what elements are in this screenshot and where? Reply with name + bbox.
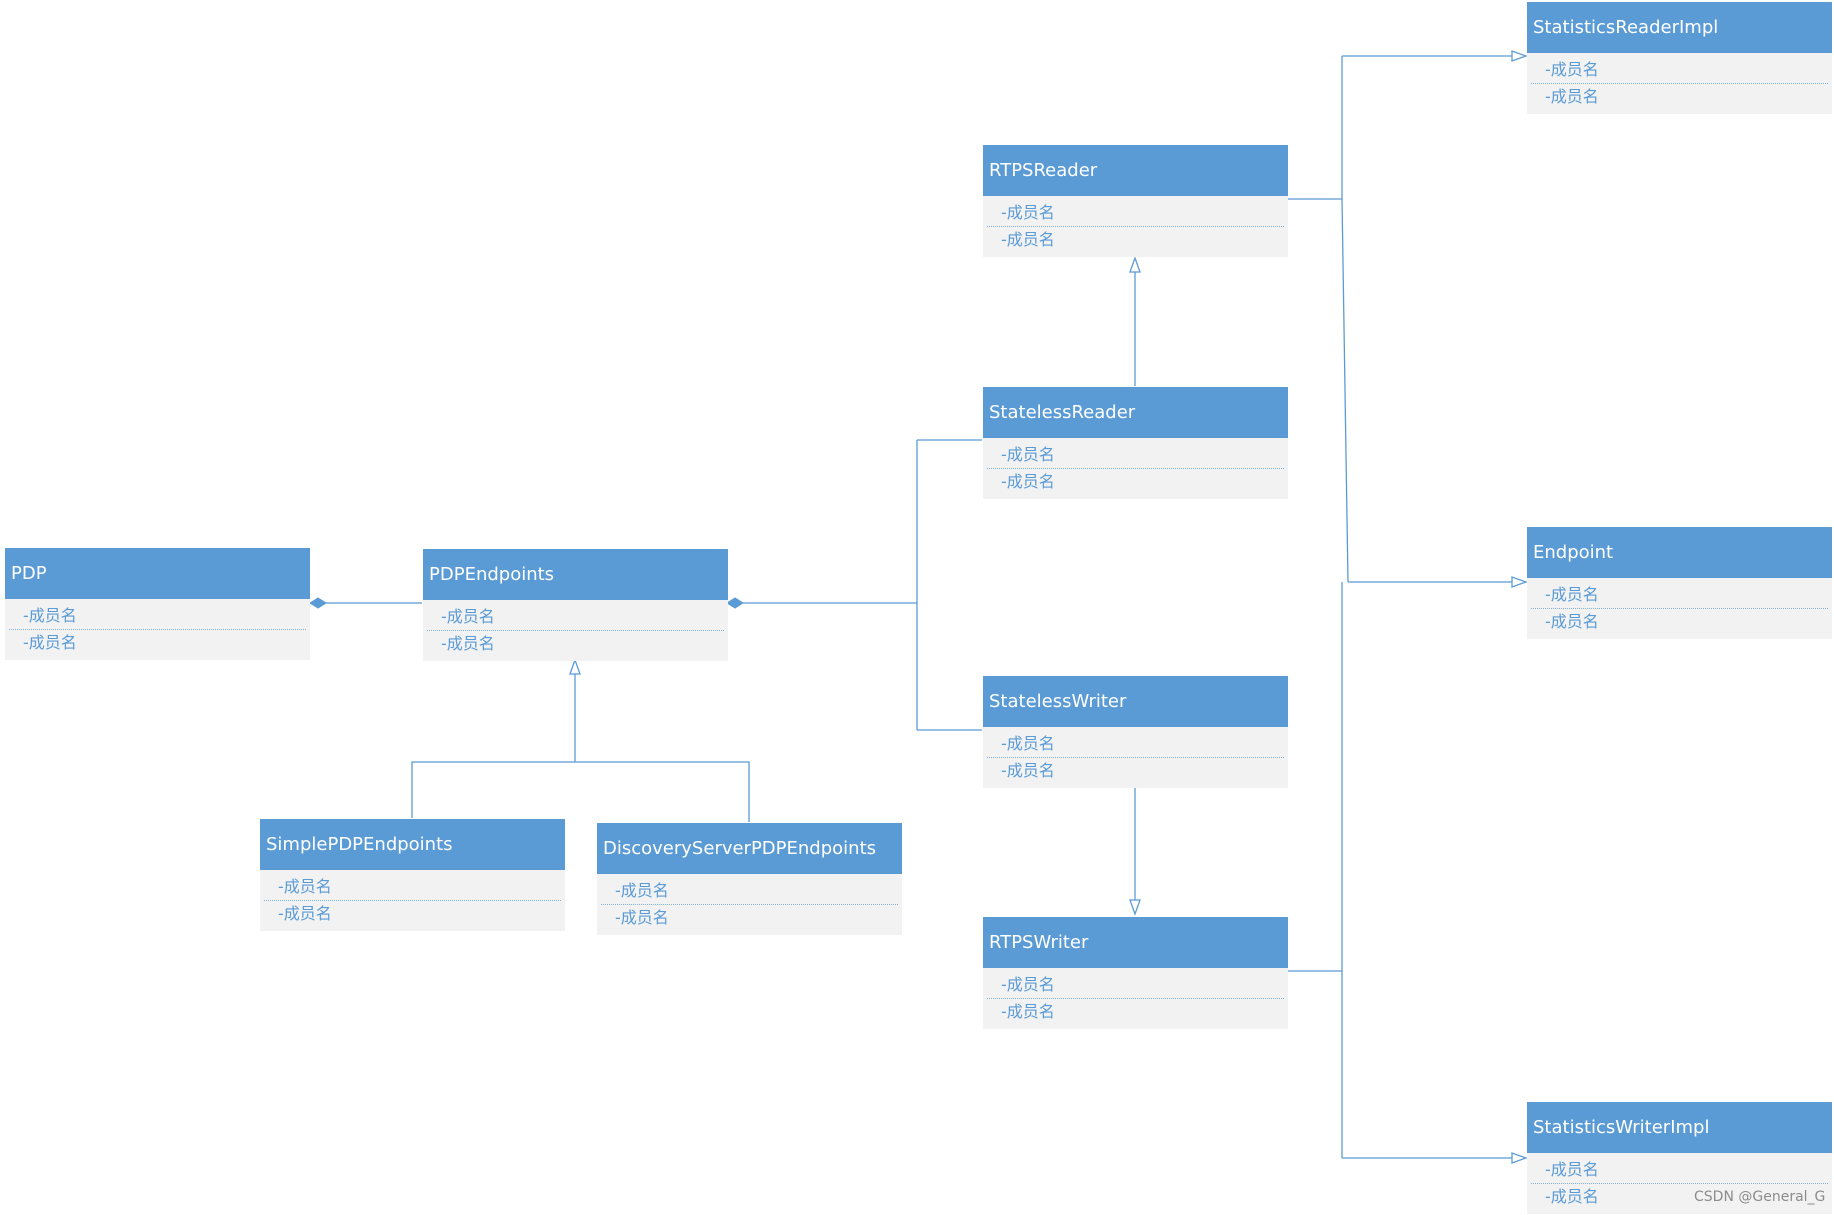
class-name: StatelessWriter — [983, 676, 1288, 727]
class-pdp-endpoints[interactable]: PDPEndpoints -成员名 -成员名 — [423, 549, 728, 661]
relation-discovery-inherit — [575, 761, 750, 822]
class-name: PDP — [5, 548, 310, 599]
class-member: -成员名 — [441, 634, 495, 653]
class-rtps-writer[interactable]: RTPSWriter -成员名 -成员名 — [983, 917, 1288, 1029]
inherit-arrow-rtpsreader — [1129, 256, 1141, 273]
class-member: -成员名 — [987, 972, 1284, 999]
class-member: -成员名 — [1001, 230, 1055, 249]
class-name: StatisticsReaderImpl — [1527, 2, 1832, 53]
class-member: -成员名 — [615, 908, 669, 927]
class-member: -成员名 — [1001, 1002, 1055, 1021]
class-discovery-server-pdp-endpoints[interactable]: DiscoveryServerPDPEndpoints -成员名 -成员名 — [597, 823, 902, 935]
class-name: Endpoint — [1527, 527, 1832, 578]
class-member: -成员名 — [1545, 87, 1599, 106]
class-member: -成员名 — [23, 633, 77, 652]
class-member: -成员名 — [1531, 582, 1828, 609]
class-simple-pdp-endpoints[interactable]: SimplePDPEndpoints -成员名 -成员名 — [260, 819, 565, 931]
composition-diamond-pdpendpoints — [726, 597, 744, 609]
class-member: -成员名 — [9, 603, 306, 630]
class-member: -成员名 — [601, 878, 898, 905]
class-member: -成员名 — [278, 904, 332, 923]
class-member: -成员名 — [1545, 1187, 1599, 1206]
composition-diamond-pdp — [309, 597, 327, 609]
class-name: PDPEndpoints — [423, 549, 728, 600]
class-rtps-reader[interactable]: RTPSReader -成员名 -成员名 — [983, 145, 1288, 257]
inherit-arrow-rtpswriter — [1129, 899, 1141, 916]
class-member: -成员名 — [987, 200, 1284, 227]
inherit-arrow-statistics-reader — [1511, 50, 1528, 62]
class-statistics-writer-impl[interactable]: StatisticsWriterImpl -成员名 -成员名 — [1527, 1102, 1832, 1214]
class-stateless-reader[interactable]: StatelessReader -成员名 -成员名 — [983, 387, 1288, 499]
class-name: RTPSReader — [983, 145, 1288, 196]
class-member: -成员名 — [1001, 472, 1055, 491]
class-statistics-reader-impl[interactable]: StatisticsReaderImpl -成员名 -成员名 — [1527, 2, 1832, 114]
inherit-arrow-statistics-writer — [1511, 1152, 1528, 1164]
class-name: DiscoveryServerPDPEndpoints — [597, 823, 902, 874]
class-endpoint[interactable]: Endpoint -成员名 -成员名 — [1527, 527, 1832, 639]
class-stateless-writer[interactable]: StatelessWriter -成员名 -成员名 — [983, 676, 1288, 788]
class-member: -成员名 — [987, 442, 1284, 469]
class-member: -成员名 — [427, 604, 724, 631]
class-member: -成员名 — [1531, 1157, 1828, 1184]
class-member: -成员名 — [987, 731, 1284, 758]
class-name: StatelessReader — [983, 387, 1288, 438]
class-name: RTPSWriter — [983, 917, 1288, 968]
relation-simple-inherit — [411, 761, 575, 818]
class-member: -成员名 — [1531, 57, 1828, 84]
inherit-arrow-pdpendpoints — [569, 658, 581, 675]
class-member: -成员名 — [1001, 761, 1055, 780]
watermark: CSDN @General_G — [1694, 1189, 1826, 1205]
class-member: -成员名 — [264, 874, 561, 901]
class-pdp[interactable]: PDP -成员名 -成员名 — [5, 548, 310, 660]
class-name: SimplePDPEndpoints — [260, 819, 565, 870]
class-name: StatisticsWriterImpl — [1527, 1102, 1832, 1153]
inherit-arrow-endpoint — [1511, 576, 1528, 588]
class-member: -成员名 — [1545, 612, 1599, 631]
